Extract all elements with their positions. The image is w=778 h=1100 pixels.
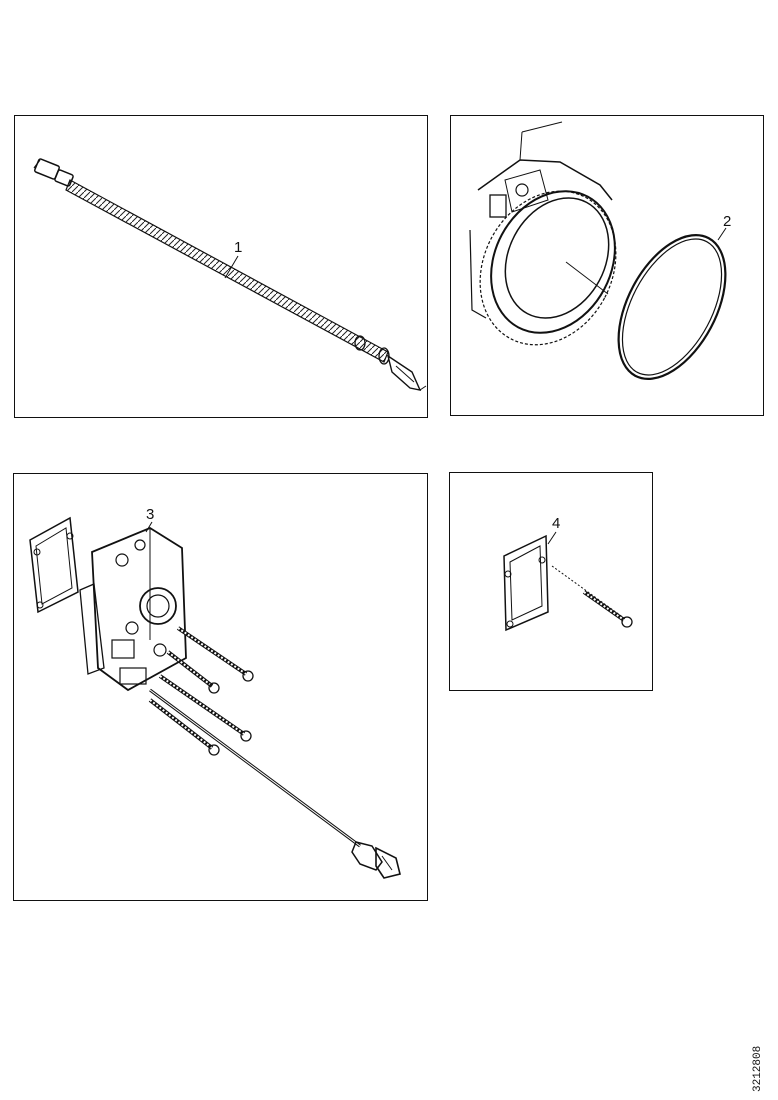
part-4-gasket-plate: 4	[503, 515, 560, 632]
gasket-plate-left	[29, 516, 79, 614]
cable-clip	[354, 335, 366, 351]
cable-connector-left	[33, 158, 74, 187]
part-2-o-ring: 2	[617, 213, 731, 381]
cable-sleeve	[65, 179, 389, 363]
callout-2-leader	[717, 227, 727, 241]
actuator-cable	[149, 688, 401, 879]
housing-flange	[469, 121, 617, 346]
panel-4-frame	[449, 472, 653, 691]
screw	[551, 565, 633, 628]
callout-1-label: 1	[234, 239, 242, 256]
panel-3-frame	[13, 473, 428, 901]
document-number-text: 3212808	[752, 1045, 764, 1092]
document-number: 3212808	[752, 1045, 772, 1092]
callout-3-label: 3	[146, 506, 154, 523]
callout-3-leader	[145, 521, 153, 533]
cable-connector-right	[386, 354, 427, 391]
callout-1-leader	[224, 255, 239, 279]
part-3-actuator-unit: 3	[79, 506, 187, 692]
panel-2-frame	[450, 115, 764, 416]
mounting-bolts	[148, 626, 254, 756]
part-1-cable: 1	[33, 158, 427, 391]
callout-4-leader	[547, 531, 557, 545]
callout-2-label: 2	[723, 213, 731, 230]
callout-4-label: 4	[552, 515, 560, 532]
